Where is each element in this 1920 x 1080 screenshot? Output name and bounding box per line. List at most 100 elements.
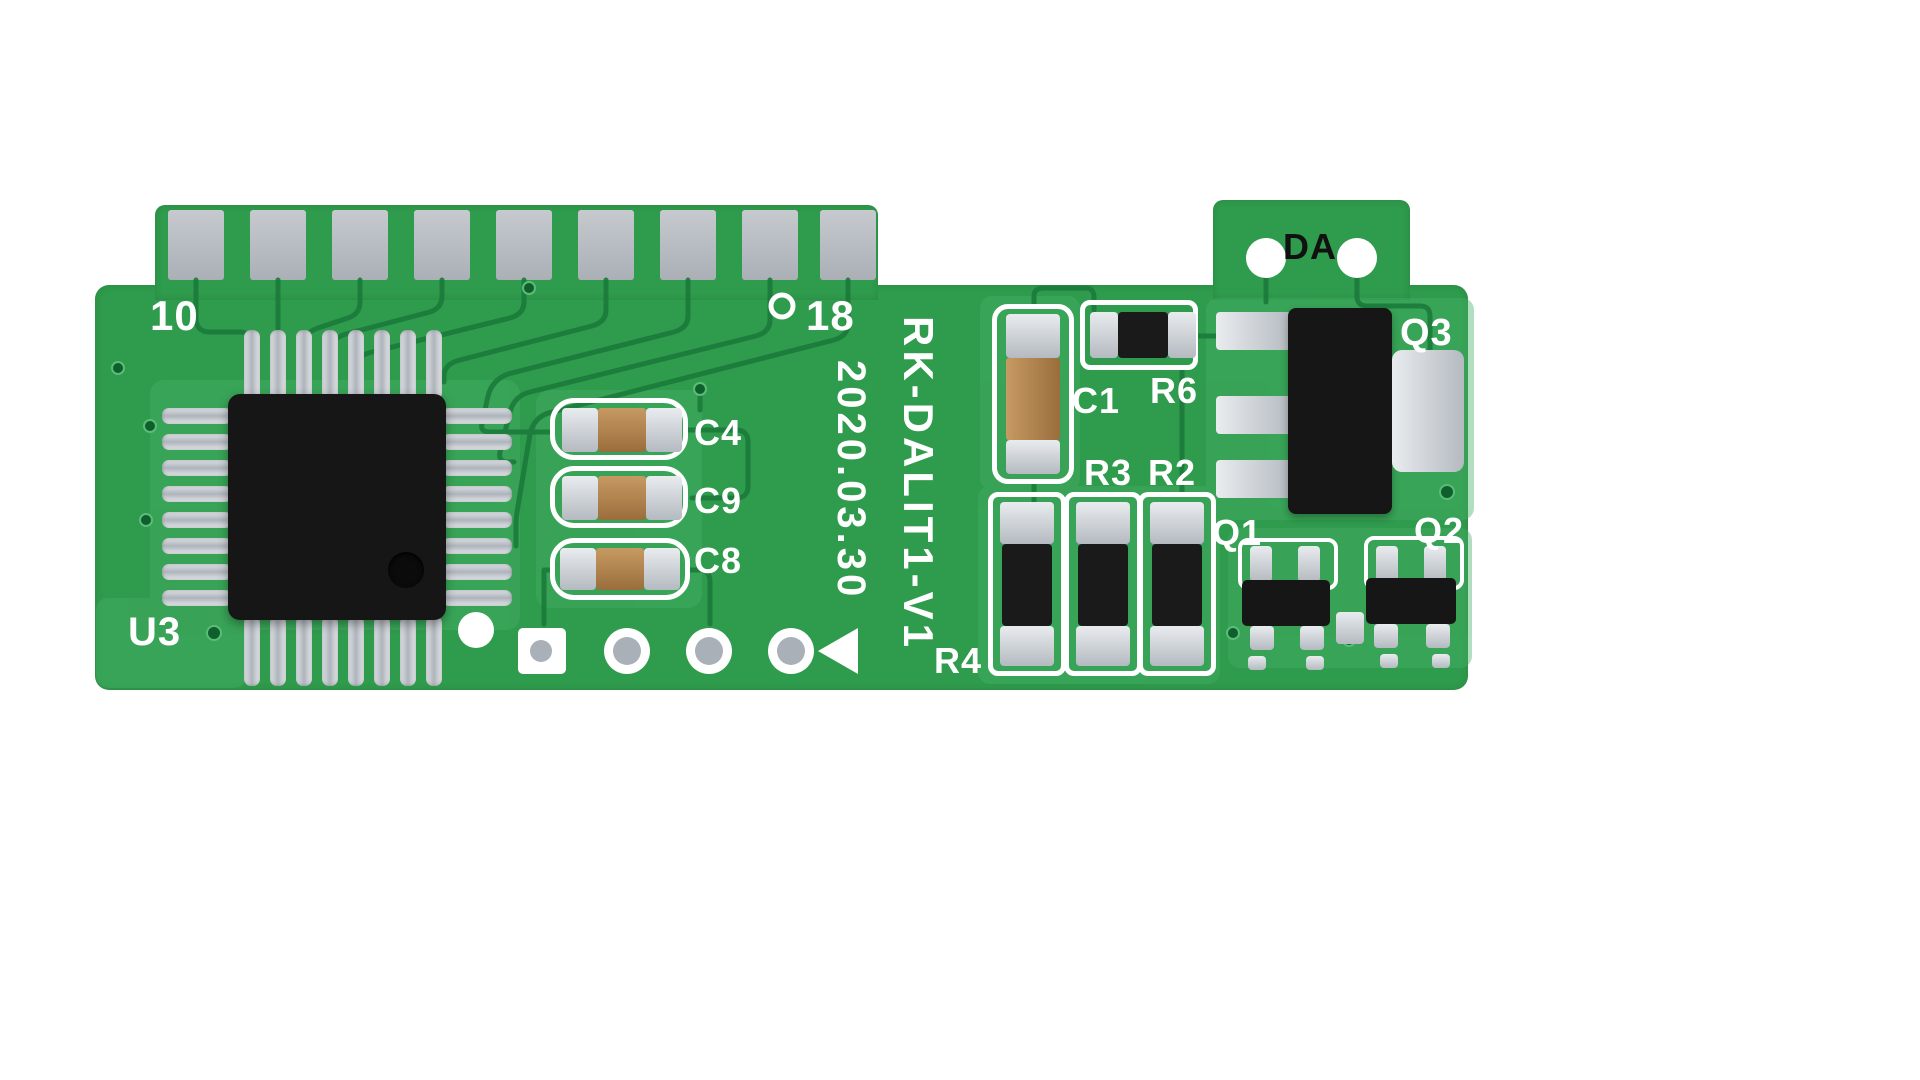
test-pad-ring-hole	[777, 637, 805, 665]
resistor-terminal	[1000, 626, 1054, 666]
transistor-q2-lead	[1426, 624, 1450, 648]
chip-u3-lead	[322, 330, 338, 400]
label-r3: R3	[1084, 452, 1133, 493]
chip-u3-lead	[442, 512, 512, 528]
resistor-terminal	[1076, 626, 1130, 666]
edge-connector-pad	[250, 210, 306, 280]
edge-connector-pad	[742, 210, 798, 280]
da-pad-left	[1246, 238, 1286, 278]
edge-connector-pad	[820, 210, 876, 280]
chip-u3-lead	[442, 460, 512, 476]
label-q2: Q2	[1414, 510, 1465, 551]
transistor-q3-body	[1288, 308, 1392, 514]
test-pad-ring-hole	[613, 637, 641, 665]
resistor-terminal	[1090, 312, 1118, 358]
silkscreen-outline-c1	[992, 304, 1074, 484]
transistor-q1-lead	[1300, 626, 1324, 650]
chip-u3-lead	[162, 486, 232, 502]
solder-pad	[1336, 612, 1364, 644]
chip-u3-lead	[426, 330, 442, 400]
label-q3: Q3	[1400, 312, 1453, 354]
chip-u3-lead	[296, 330, 312, 400]
transistor-q2-lead	[1424, 546, 1446, 582]
silkscreen-outline-r4	[988, 492, 1066, 676]
capacitor-c4	[598, 408, 646, 452]
chip-u3-lead	[442, 538, 512, 554]
transistor-q2-lead	[1374, 624, 1398, 648]
chip-u3-lead	[442, 486, 512, 502]
transistor-q1-lead	[1298, 546, 1320, 582]
silkscreen-outline-c8	[550, 538, 690, 600]
transistor-q2-body	[1366, 578, 1456, 624]
chip-u3-lead	[244, 330, 260, 400]
chip-u3-lead	[348, 616, 364, 686]
chip-u3-lead	[442, 434, 512, 450]
transistor-q3-lead	[1216, 312, 1292, 350]
chip-u3-lead	[322, 616, 338, 686]
test-pad-circle	[458, 612, 494, 648]
chip-u3-lead	[162, 512, 232, 528]
silkscreen-outline-c4	[550, 398, 688, 460]
resistor-terminal	[1000, 502, 1054, 544]
label-r2: R2	[1148, 452, 1197, 493]
chip-u3-lead	[162, 408, 232, 424]
plated-hole	[768, 292, 796, 320]
chip-u3-pin1-dot	[388, 552, 424, 588]
chip-u3-lead	[162, 460, 232, 476]
test-pad-square-hole	[530, 640, 552, 662]
chip-u3-lead	[442, 564, 512, 580]
solder-pad	[1432, 654, 1450, 668]
cap-terminal	[1006, 314, 1060, 358]
resistor-terminal	[1150, 502, 1204, 544]
chip-u3-lead	[270, 330, 286, 400]
label-board-model: RK-DALIT1-V1	[895, 316, 942, 652]
da-pad-right	[1337, 238, 1377, 278]
solder-pad	[1380, 654, 1398, 668]
board-da-tab	[1213, 200, 1410, 300]
solder-pad	[1248, 656, 1266, 670]
label-c9: C9	[694, 480, 743, 521]
chip-u3-lead	[296, 616, 312, 686]
resistor-terminal	[1168, 312, 1196, 358]
edge-connector-pad	[414, 210, 470, 280]
resistor-r4	[1002, 544, 1052, 626]
chip-u3-lead	[400, 616, 416, 686]
resistor-terminal	[1076, 502, 1130, 544]
chip-u3-lead	[270, 616, 286, 686]
resistor-r2	[1152, 544, 1202, 626]
label-da: DA	[1283, 226, 1337, 267]
chip-u3-lead	[374, 330, 390, 400]
solder-pad	[1306, 656, 1324, 670]
test-pad-ring-hole	[695, 637, 723, 665]
edge-connector-pad	[578, 210, 634, 280]
edge-connector-pad	[332, 210, 388, 280]
chip-u3-lead	[348, 330, 364, 400]
edge-connector-pad	[660, 210, 716, 280]
label-c4: C4	[694, 412, 743, 453]
edge-connector-pad	[496, 210, 552, 280]
cap-terminal	[1006, 440, 1060, 474]
transistor-q3-lead	[1216, 460, 1292, 498]
silkscreen-outline-c9	[550, 466, 688, 528]
label-r4: R4	[934, 640, 983, 681]
resistor-r6	[1118, 312, 1168, 358]
cap-terminal	[562, 476, 598, 520]
chip-u3-lead	[162, 564, 232, 580]
cap-terminal	[562, 408, 598, 452]
resistor-r3	[1078, 544, 1128, 626]
polarity-triangle	[818, 628, 858, 674]
label-pin-10: 10	[150, 292, 199, 339]
resistor-terminal	[1150, 626, 1204, 666]
chip-u3-lead	[442, 408, 512, 424]
cap-terminal	[560, 548, 596, 590]
label-r6: R6	[1150, 370, 1199, 411]
label-u3: U3	[128, 610, 182, 654]
transistor-q3-tab	[1392, 350, 1464, 472]
chip-u3-lead	[374, 616, 390, 686]
edge-connector-pad	[168, 210, 224, 280]
cap-terminal	[646, 408, 682, 452]
transistor-q3-lead	[1216, 396, 1292, 434]
label-board-date: 2020.03.30	[829, 360, 873, 601]
transistor-q1-lead	[1250, 626, 1274, 650]
